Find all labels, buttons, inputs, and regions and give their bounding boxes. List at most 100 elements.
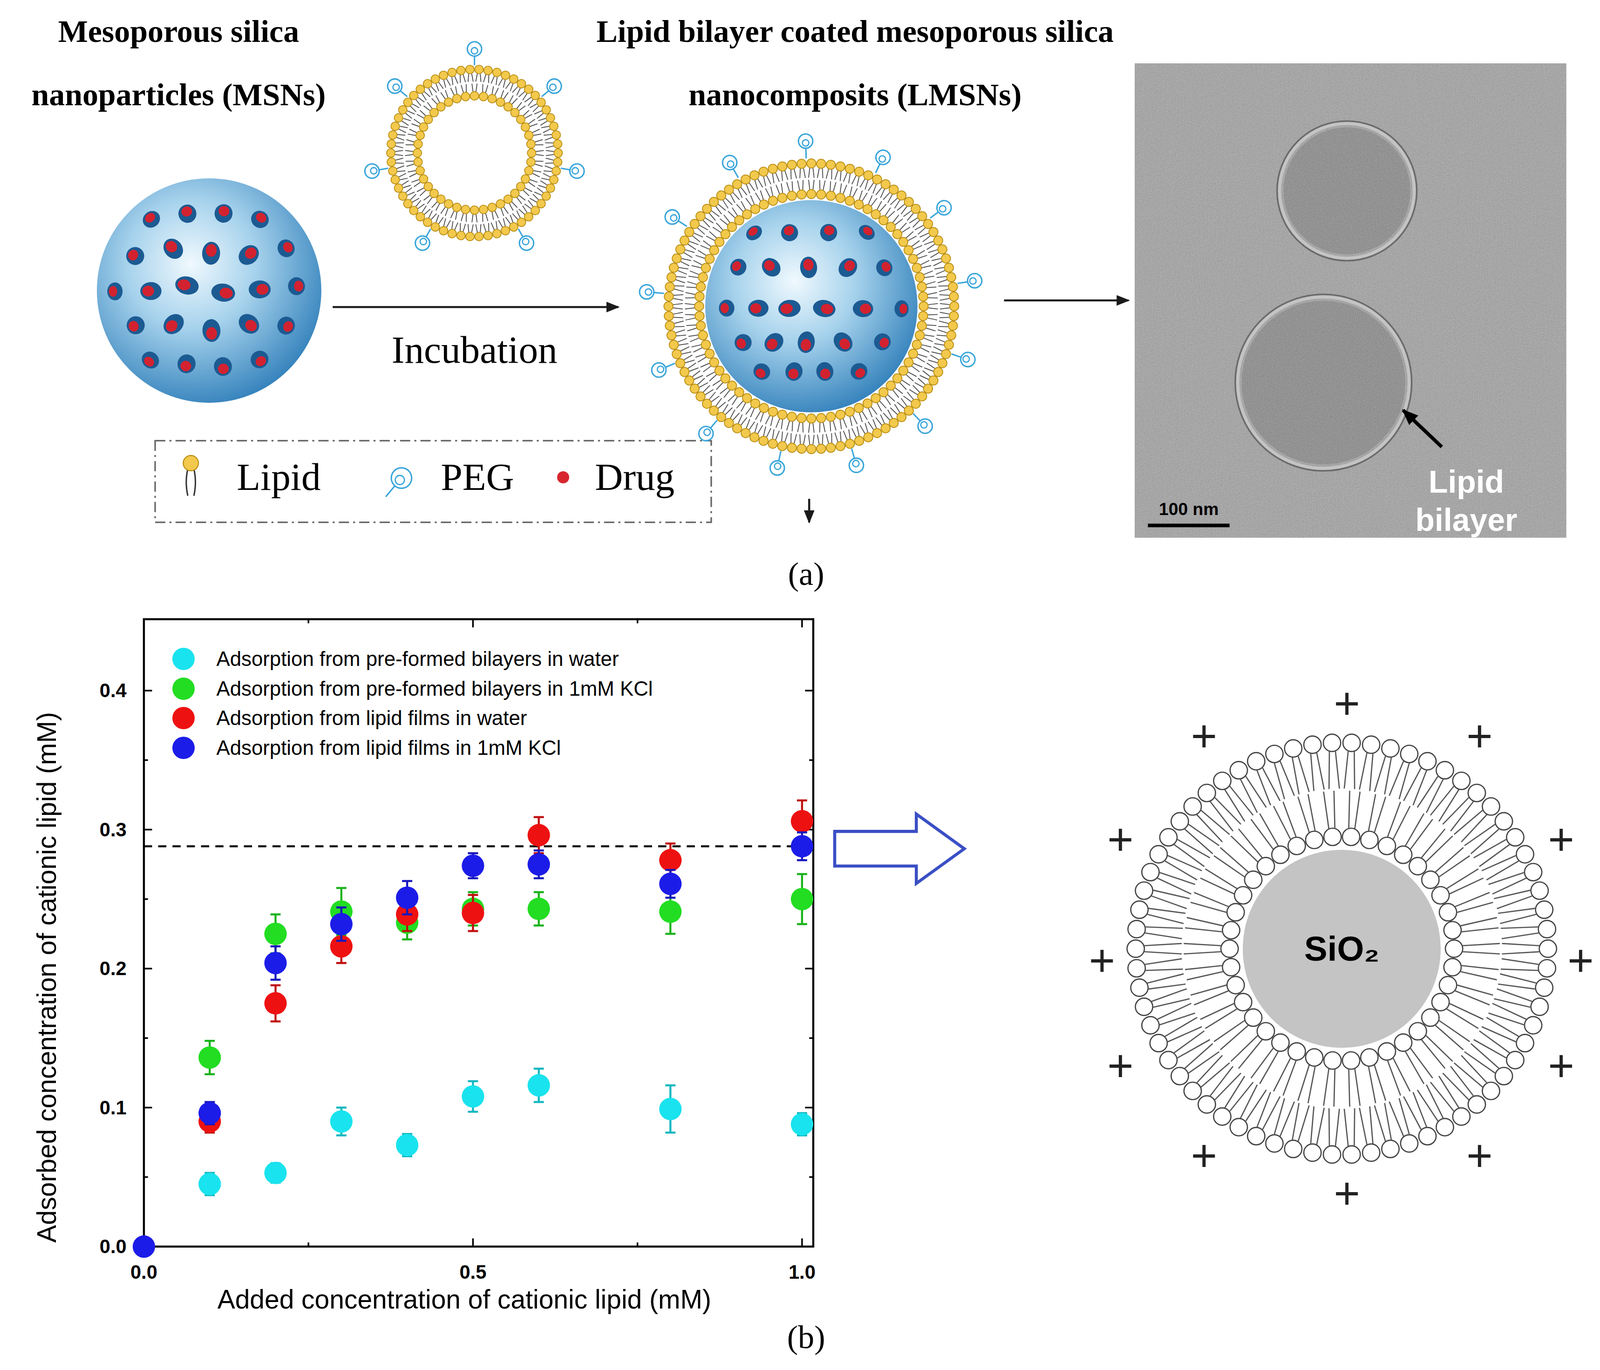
peg-stem	[804, 148, 807, 159]
drug-molecule	[163, 318, 180, 335]
lipid-tail	[461, 84, 464, 93]
lipid-tail	[523, 190, 529, 197]
pore	[852, 299, 874, 318]
legend-label: Adsorption from pre-formed bilayers in 1…	[216, 677, 653, 701]
lipid-tail	[937, 279, 947, 283]
lipid-head	[536, 199, 545, 208]
lipid-head	[1482, 1082, 1500, 1100]
pore-opening	[212, 355, 234, 378]
lipid-head	[854, 166, 864, 177]
lipid-tail	[490, 222, 495, 231]
pore-opening	[757, 253, 784, 280]
peg-stem	[951, 354, 961, 358]
lipid-tail	[1292, 1103, 1299, 1141]
drug-molecule	[720, 302, 729, 314]
pore	[871, 330, 894, 354]
lipid-tail	[691, 265, 701, 268]
lipid-head	[469, 91, 479, 101]
lipid-tail	[1497, 908, 1536, 914]
lipid-tail	[1323, 791, 1329, 829]
tick-label: 0.0	[130, 1261, 158, 1284]
lipid-tail	[920, 347, 930, 352]
pore	[107, 282, 123, 301]
lipid-tail	[691, 344, 701, 348]
lipid-head	[854, 435, 864, 446]
lipid-tail	[1353, 1108, 1355, 1146]
pore	[287, 277, 306, 296]
lipid-tail	[435, 95, 440, 103]
pore	[201, 319, 221, 343]
lipid-tail	[428, 88, 433, 96]
peg-coil	[939, 205, 947, 212]
lipid-tail	[1454, 1063, 1483, 1088]
pore	[718, 299, 735, 317]
lipid-head	[474, 232, 484, 241]
lipid-tail	[532, 194, 539, 200]
lipid-head	[1436, 1118, 1454, 1137]
lipid-tail	[1369, 754, 1374, 792]
lipid-tail	[532, 173, 540, 177]
lipid-tail	[544, 162, 553, 164]
lipid-tail	[501, 208, 504, 217]
lipid-tail	[906, 212, 914, 221]
lipid-head	[750, 204, 760, 214]
lipid-tail	[397, 134, 406, 136]
lipid-head	[944, 263, 954, 273]
pore-opening	[747, 299, 769, 317]
lipid-head	[732, 179, 742, 189]
lipid-head	[844, 439, 855, 449]
lipid-tail	[830, 169, 832, 180]
legend-swatch	[557, 471, 570, 484]
lipid-head	[465, 65, 475, 74]
lipid-tail	[808, 179, 810, 190]
lipid-tail	[917, 354, 927, 358]
lipid-tail	[843, 184, 847, 194]
lipid-head	[749, 432, 760, 443]
lipid-head	[1150, 845, 1168, 864]
lipid-tail	[750, 195, 755, 205]
lipid-head	[758, 435, 769, 446]
lipid-tail	[939, 317, 949, 318]
lipid-head	[666, 330, 676, 341]
lipid-head	[749, 170, 760, 180]
lipid-head	[461, 205, 470, 214]
lipid-head	[1284, 740, 1302, 758]
lipid-tail	[1421, 829, 1446, 858]
lipid-tail	[422, 93, 427, 101]
lipid-tail	[689, 241, 699, 245]
lipid-tail	[517, 197, 522, 205]
drug-molecule	[218, 286, 234, 300]
lipid-tail	[849, 416, 852, 426]
lipid-tail	[901, 226, 910, 232]
lipid-tail	[917, 378, 926, 385]
drug-molecule	[799, 338, 812, 352]
lipid-tail	[535, 144, 544, 146]
lipid-head	[1516, 845, 1534, 864]
lipid-tail	[407, 170, 416, 172]
lipid-head	[474, 65, 484, 74]
peg-chain	[930, 200, 952, 218]
lipid-tail	[938, 285, 948, 286]
lipid-tail	[446, 78, 451, 86]
lipid-head	[423, 79, 432, 89]
lipid-tail	[402, 118, 411, 121]
lipid-tail	[423, 195, 431, 201]
charge-sign: +	[1107, 817, 1134, 863]
drug-molecule	[281, 240, 295, 255]
lipid-tail	[702, 366, 711, 373]
tick-label: 0.1	[99, 1096, 127, 1120]
lipid-tail	[1450, 801, 1474, 832]
lipid-tail	[681, 351, 691, 355]
lipid-tail	[485, 84, 488, 93]
lipid-head	[447, 68, 457, 77]
lipid-head	[183, 455, 199, 471]
lipid-tail	[689, 337, 699, 342]
drug-molecule	[819, 302, 834, 315]
peg-coil	[722, 155, 737, 170]
lipid-head	[1230, 1118, 1248, 1137]
lipid-head	[796, 443, 807, 454]
lipid-tail	[1184, 829, 1213, 854]
lipid-tail	[1501, 952, 1539, 955]
pore-opening	[742, 222, 765, 244]
lipid-tail	[465, 84, 467, 93]
